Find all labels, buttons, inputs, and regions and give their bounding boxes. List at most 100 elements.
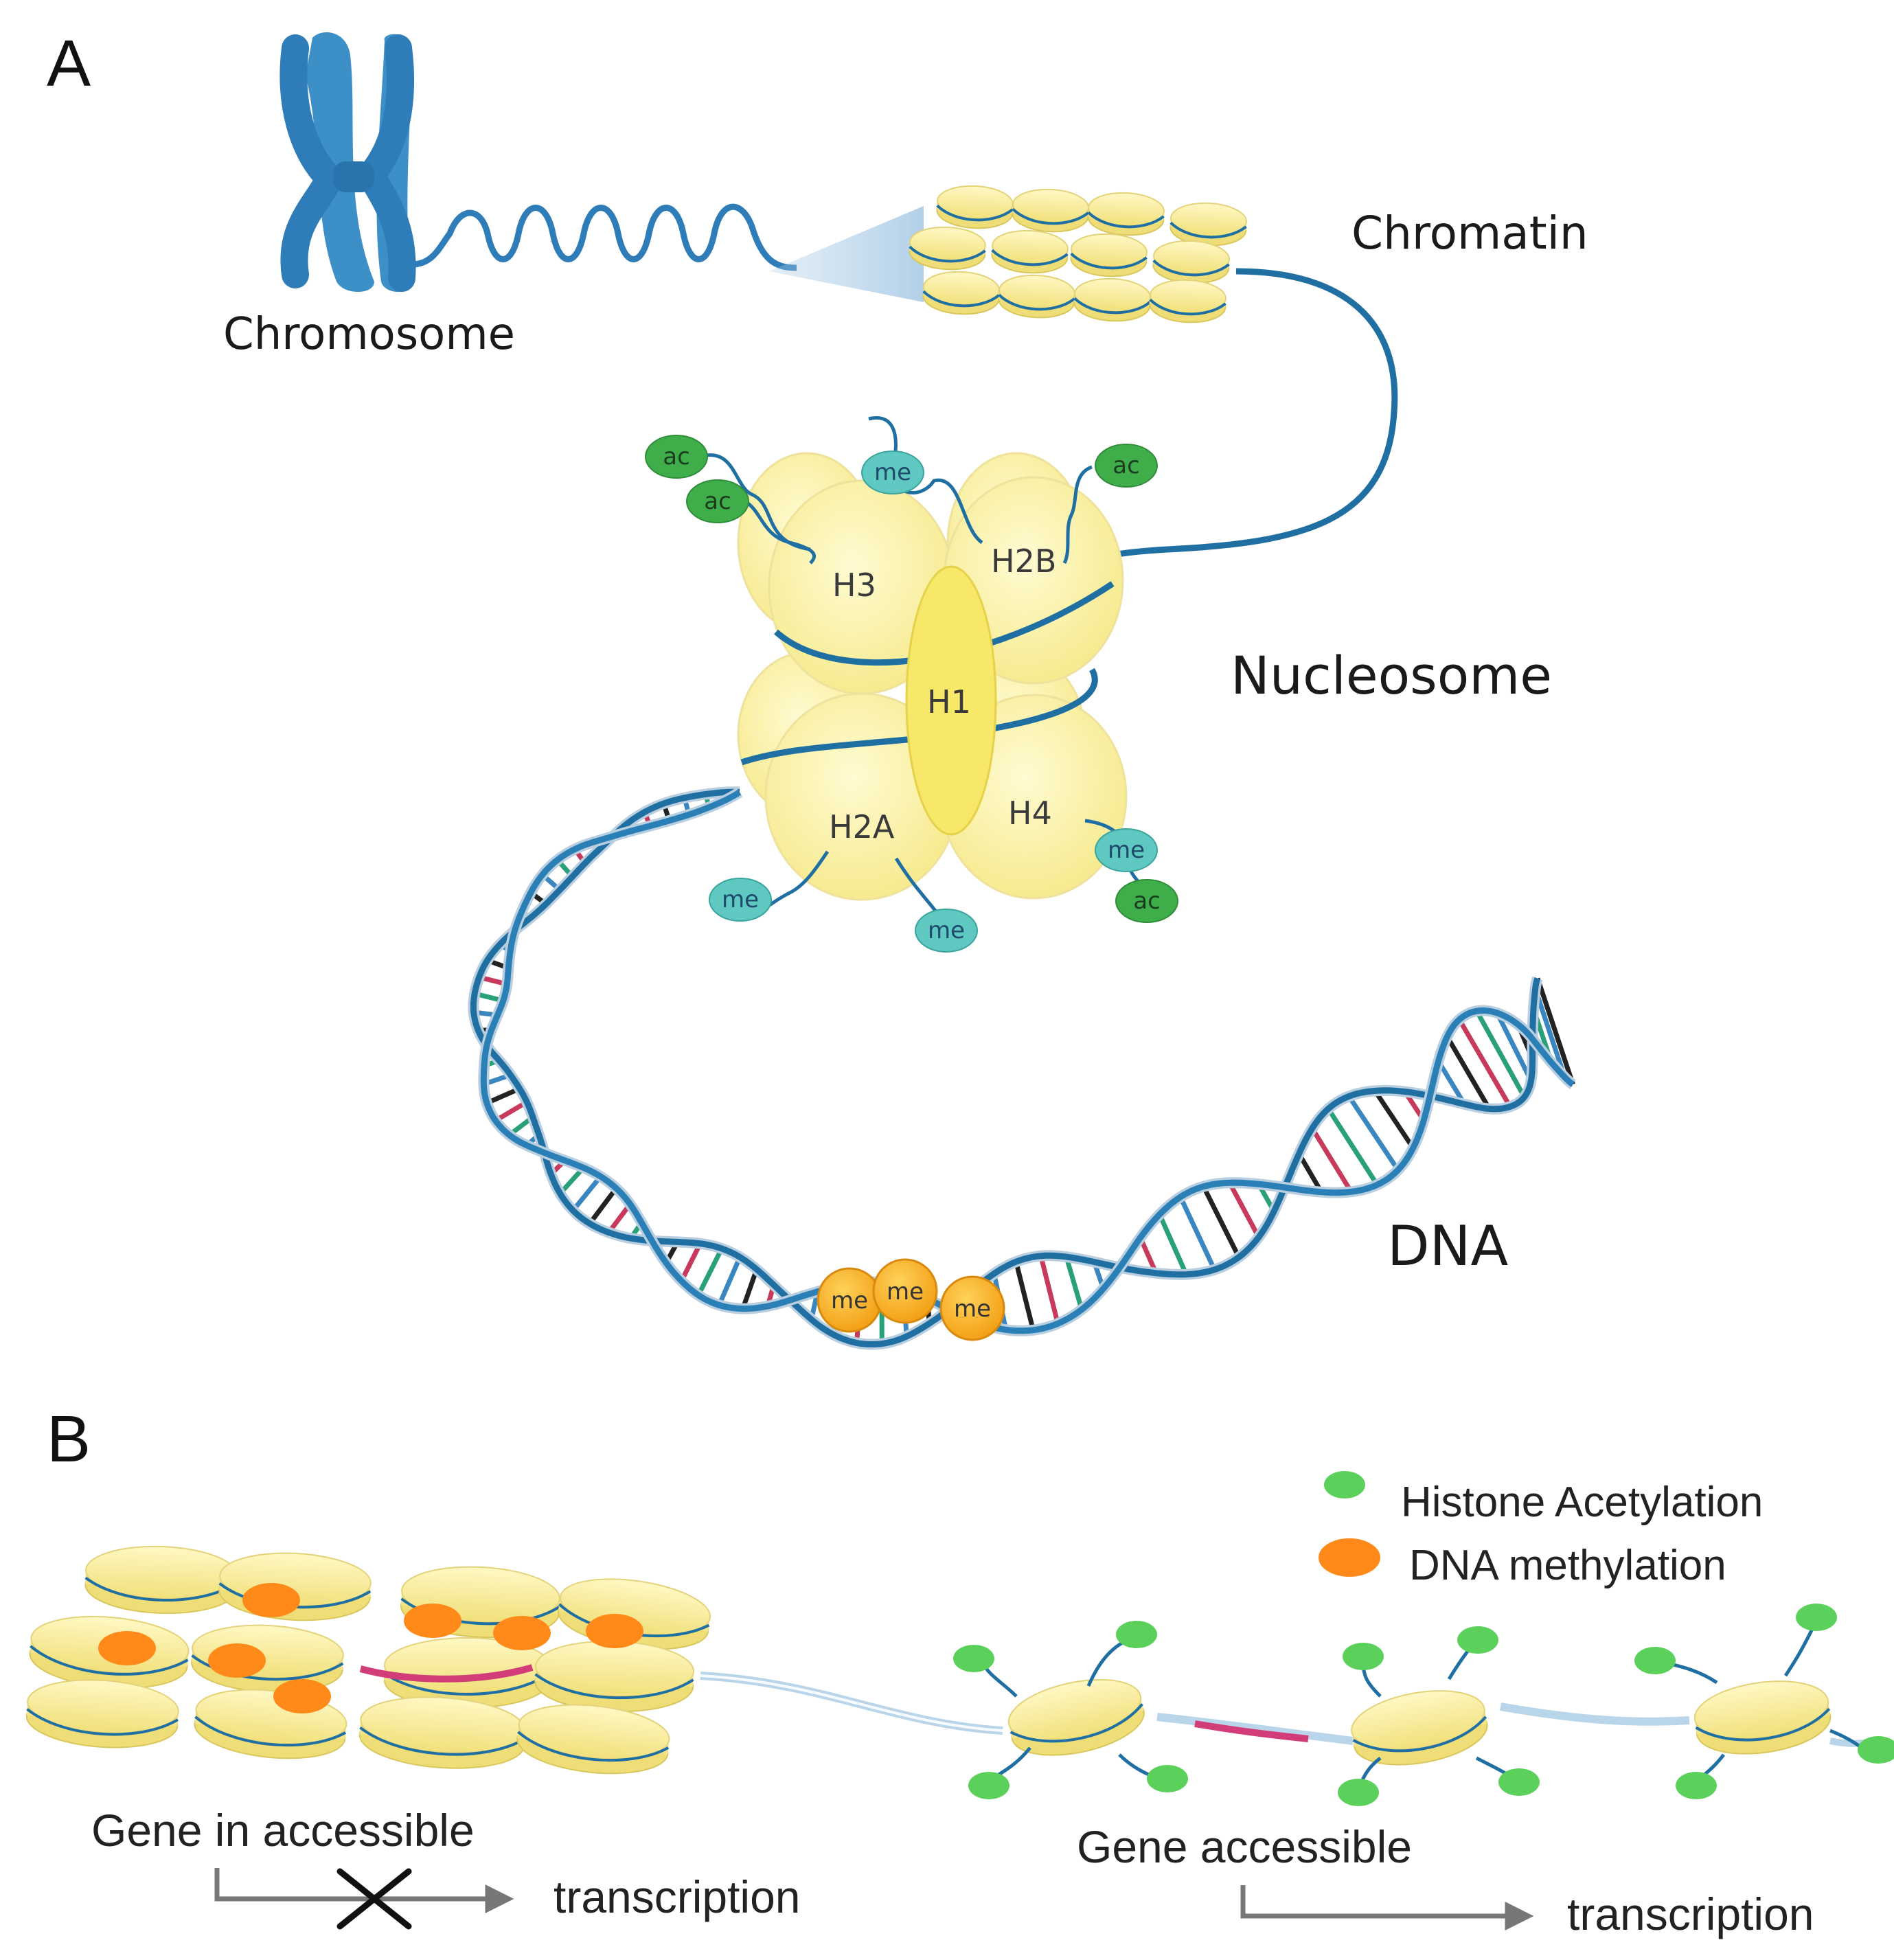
base-pair	[1347, 1095, 1400, 1172]
histone-methyl-mark	[915, 909, 978, 953]
blocked-transcription-arrow	[214, 1868, 514, 1913]
dna-methyl-text: me	[954, 1295, 991, 1323]
accessible-gene-segment	[1194, 1720, 1309, 1742]
chromatin-nucleosome	[1170, 202, 1247, 247]
base-pair	[1138, 1236, 1159, 1275]
open-nucleosome	[1351, 1690, 1488, 1766]
linker-dna-upper	[1059, 268, 1398, 576]
base-pair	[1297, 1152, 1324, 1194]
base-pair	[494, 1099, 529, 1123]
histone-h1-label: H1	[927, 683, 971, 720]
chromatin-nucleosome	[936, 185, 1014, 229]
methyl-text: me	[928, 917, 965, 944]
blocked-transcription-label: transcription	[554, 1871, 801, 1922]
histone-acetylation-dot	[1676, 1772, 1717, 1799]
condensed-nucleosome	[218, 1552, 372, 1621]
open-gene-label: Gene accessible	[1077, 1821, 1412, 1872]
base-pair	[716, 1256, 742, 1306]
silenced-gene-segment	[359, 1664, 534, 1683]
chromosome-illustration	[279, 32, 416, 293]
histone-methyl-mark	[709, 878, 772, 922]
base-pair	[1201, 1185, 1242, 1259]
chromatin-nucleosome	[1070, 233, 1148, 277]
histone-tail	[1783, 1626, 1815, 1677]
chromatin-nucleosome	[991, 229, 1069, 274]
block-cross-icon	[336, 1868, 412, 1930]
chromatin-nucleosome	[1073, 277, 1151, 322]
histone-acetyl-mark	[645, 435, 708, 479]
dna-label: DNA	[1387, 1214, 1508, 1278]
chromatin-nucleosome	[998, 274, 1075, 319]
open-nucleosome	[1007, 1678, 1145, 1756]
methyl-text: me	[874, 459, 911, 486]
histone-methyl-mark	[1095, 828, 1158, 872]
histone-h3-label: H3	[832, 567, 876, 604]
acetyl-text: ac	[1133, 887, 1161, 915]
base-pair	[571, 1174, 603, 1212]
legend-methylation-label: DNA methylation	[1409, 1542, 1726, 1589]
dna-methylation-dot	[98, 1631, 156, 1665]
dna-methyl-text: me	[831, 1287, 868, 1314]
acetyl-text: ac	[663, 443, 690, 470]
dna-backbone	[470, 788, 1541, 1347]
panel-label-b: B	[47, 1402, 91, 1476]
base-pair	[1436, 1060, 1467, 1106]
chromatin-label: Chromatin	[1351, 207, 1588, 260]
base-pair	[740, 1268, 760, 1310]
chromatin-nucleosome	[1152, 240, 1230, 284]
base-pair	[1326, 1107, 1380, 1187]
condensed-nucleosome	[25, 1679, 179, 1748]
condensed-nucleosome	[358, 1696, 526, 1769]
dna-methyl-mark	[939, 1275, 1005, 1341]
chromatin-nucleosome	[922, 271, 1000, 315]
histone-h2b-label: H2B	[991, 543, 1056, 580]
base-pair	[587, 1187, 619, 1225]
dna-methylation-dot	[208, 1643, 266, 1678]
dna-methylation-marks: me me me	[817, 1258, 1005, 1341]
histone-acetyl-mark	[686, 479, 749, 523]
nucleosome	[737, 452, 1128, 901]
base-pair	[1457, 1018, 1513, 1108]
histone-h4-label: H4	[1008, 795, 1052, 832]
histone-acetylation-dot	[1147, 1765, 1188, 1792]
base-pair	[1474, 1010, 1527, 1099]
nucleosome-label: Nucleosome	[1231, 645, 1552, 706]
chromosome-label: Chromosome	[223, 309, 515, 360]
chromatin-nucleosome	[1149, 279, 1226, 323]
legend-acetylation-label: Histone Acetylation	[1401, 1479, 1763, 1526]
acetyl-text: ac	[1113, 452, 1140, 479]
open-chromatin	[953, 1604, 1894, 1806]
condensed-nucleosome	[534, 1640, 694, 1713]
base-pair	[1535, 977, 1575, 1086]
base-pair	[1178, 1196, 1217, 1271]
dna-methyl-text: me	[887, 1278, 924, 1306]
condensed-chromatin	[25, 1545, 711, 1775]
transcription-arrow	[1240, 1885, 1534, 1930]
dna-methylation-dot	[242, 1583, 300, 1617]
histone-acetyl-mark	[1115, 879, 1178, 923]
methyl-text: me	[1108, 836, 1145, 864]
condensed-nucleosome	[84, 1545, 238, 1615]
zoom-cone	[769, 206, 924, 302]
dna-backbone	[480, 789, 1575, 1334]
base-pair	[1157, 1213, 1189, 1276]
dna-methylation-dot	[493, 1616, 551, 1650]
panel-label-a: A	[47, 27, 91, 100]
histone-acetylation-dot	[1634, 1647, 1676, 1674]
base-pair	[1373, 1089, 1415, 1150]
base-pair	[1064, 1256, 1084, 1310]
base-pair	[1310, 1127, 1354, 1194]
histone-h2a-label: H2A	[829, 808, 895, 845]
transcription-label: transcription	[1567, 1889, 1814, 1939]
histone-acetylation-dot	[1338, 1779, 1379, 1806]
histone-acetylation-dot	[1457, 1626, 1498, 1654]
methyl-text: me	[722, 886, 759, 913]
histone-acetylation-dot	[968, 1772, 1009, 1799]
legend-acetylation-swatch	[1324, 1471, 1365, 1499]
base-pair	[696, 1247, 724, 1297]
histone-acetylation-dot	[953, 1645, 994, 1672]
base-pair	[1014, 1261, 1036, 1331]
acetyl-text: ac	[704, 488, 731, 515]
